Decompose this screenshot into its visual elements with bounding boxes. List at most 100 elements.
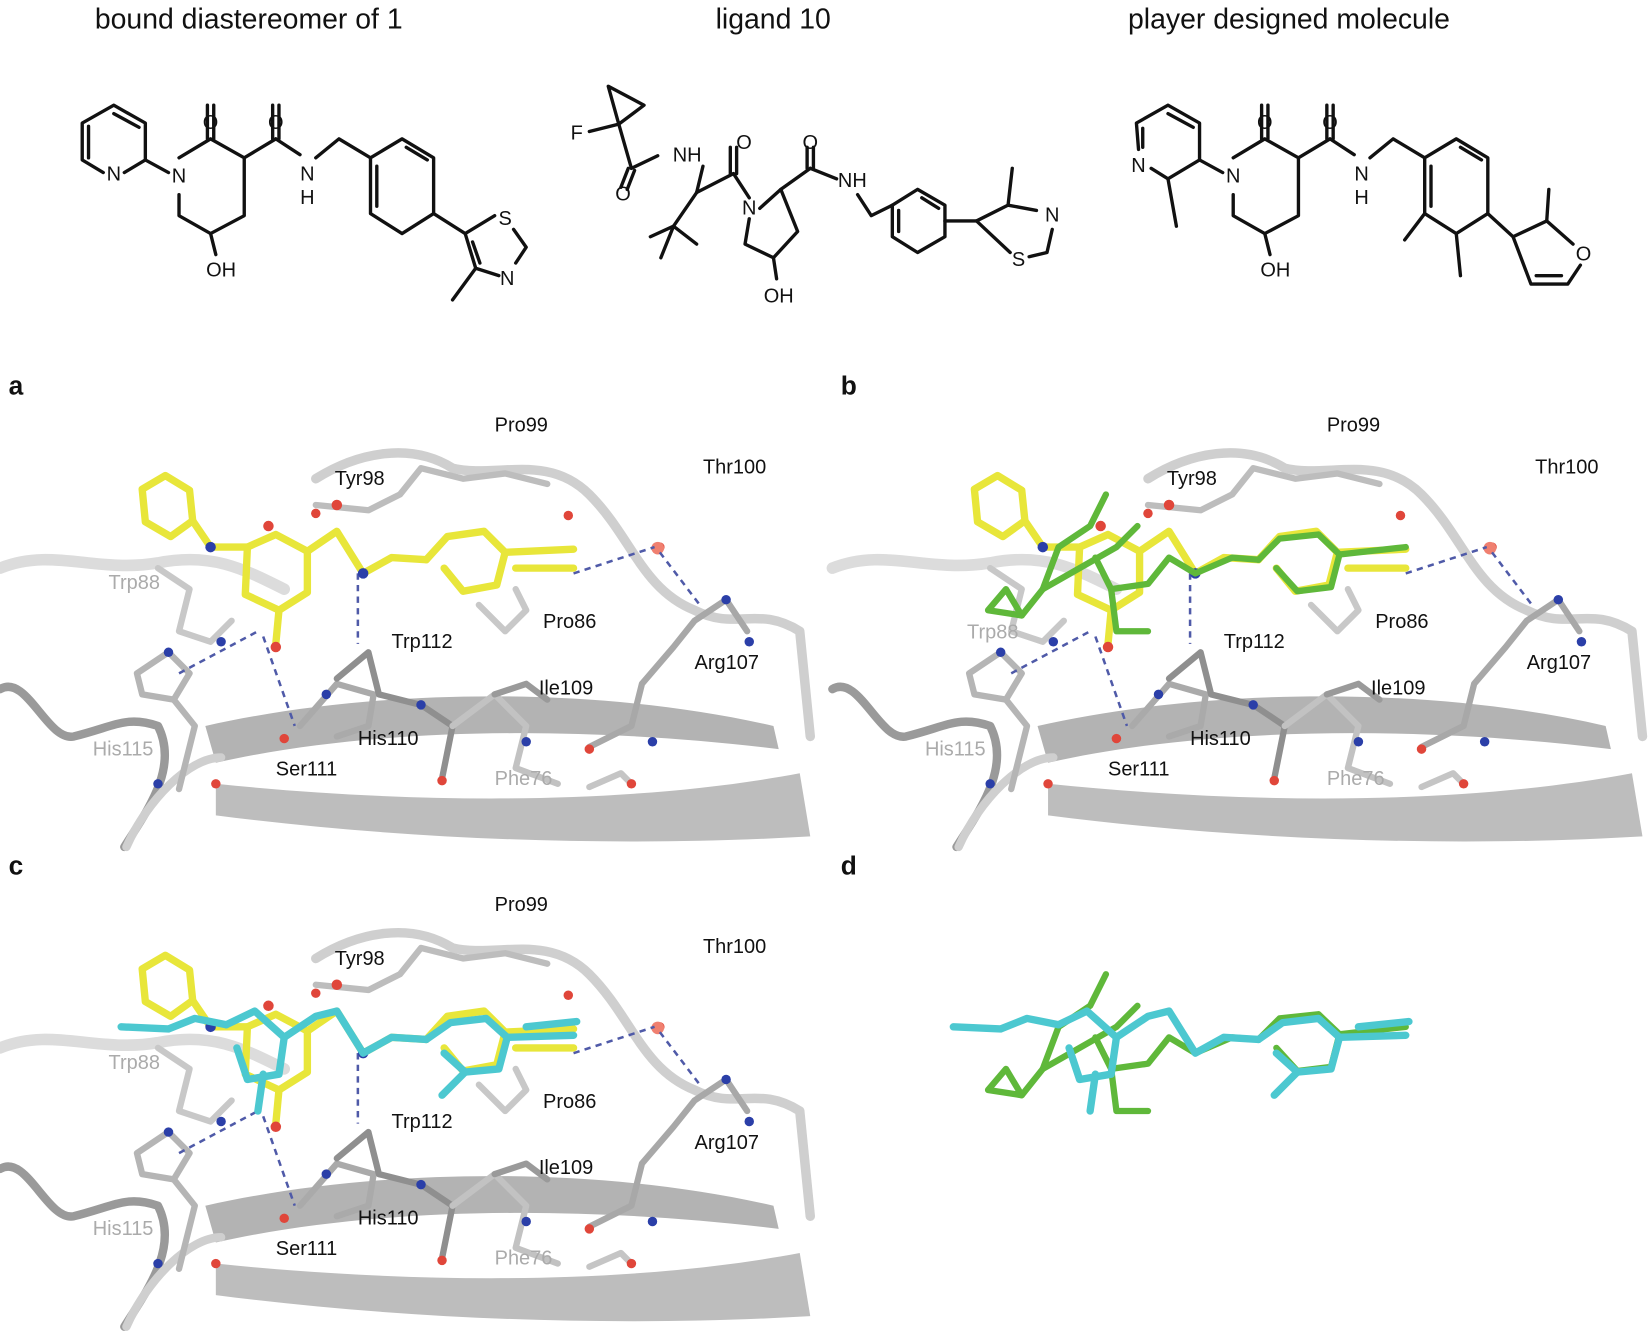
- nitrogen-atom: [321, 689, 332, 700]
- stick: [503, 1017, 581, 1042]
- stick: [422, 527, 509, 595]
- residue-label-arg107: Arg107: [695, 652, 759, 674]
- residue-label-tyr98: Tyr98: [1167, 468, 1217, 490]
- oxygen-atom: [311, 508, 321, 519]
- hbond-dash: [573, 545, 655, 575]
- nitrogen-atom: [1037, 541, 1049, 553]
- oxygen-atom: [1043, 779, 1053, 789]
- beta-strand: [205, 1176, 779, 1243]
- atom-label: H: [1354, 187, 1368, 209]
- stick: [122, 1233, 226, 1331]
- nitrogen-atom: [357, 568, 369, 579]
- residue-label-trp112: Trp112: [1224, 631, 1285, 653]
- bond-line: [771, 256, 779, 281]
- bond-line: [779, 166, 812, 192]
- nitrogen-atom: [416, 1179, 426, 1190]
- oxygen-atom: [1395, 510, 1406, 521]
- bond-line: [1454, 231, 1463, 278]
- atom-label: S: [499, 208, 512, 230]
- nitrogen-atom: [153, 1258, 163, 1269]
- stick: [222, 1007, 288, 1084]
- atom-label: N: [1045, 205, 1059, 227]
- nitrogen-atom: [1553, 594, 1564, 605]
- nitrogen-atom: [521, 1216, 531, 1227]
- oxygen-atom: [626, 779, 637, 789]
- residue-label-trp88: Trp88: [109, 1052, 160, 1074]
- stick: [254, 1070, 267, 1115]
- panel-letter: a: [9, 371, 24, 401]
- stick: [475, 586, 530, 635]
- stick: [311, 927, 816, 1221]
- nitrogen-atom: [647, 1216, 658, 1227]
- oxygen-atom: [263, 1000, 274, 1012]
- bond-line: [855, 192, 895, 218]
- bond-line: [1296, 137, 1332, 160]
- oxygen-atom: [1095, 520, 1106, 532]
- bond-line: [1231, 137, 1301, 236]
- bond-line: [1368, 137, 1427, 160]
- stick: [312, 944, 551, 994]
- title-player-designed-molecule: player designed molecule: [1128, 3, 1450, 35]
- oxygen-atom: [437, 775, 447, 786]
- residue-label-his115: His115: [925, 738, 986, 760]
- bond-line: [450, 266, 478, 302]
- stick: [1018, 1002, 1141, 1099]
- bond-line: [1325, 103, 1335, 141]
- atom-label: OH: [764, 286, 794, 308]
- stick: [1002, 696, 1031, 793]
- bond-line: [1486, 211, 1515, 239]
- stick: [828, 682, 1002, 852]
- stick: [501, 545, 578, 572]
- stick: [1323, 680, 1383, 703]
- hydrogen-bonds: [178, 1025, 701, 1207]
- stick: [954, 753, 1058, 852]
- hbond-dash: [178, 630, 259, 675]
- nitrogen-atom: [744, 637, 754, 647]
- nitrogen-atom: [416, 700, 426, 710]
- nitrogen-atom: [744, 1116, 754, 1127]
- nitrogen-atom: [163, 1127, 174, 1137]
- ligand-1-sticks: [138, 471, 578, 653]
- stick: [1018, 522, 1141, 619]
- oxygen-atom: [1102, 641, 1114, 653]
- atom-label: O: [1322, 112, 1338, 134]
- hbond-dash: [261, 636, 296, 727]
- stick: [138, 471, 197, 541]
- bond-line: [143, 158, 171, 175]
- oxygen-atom: [584, 1224, 595, 1234]
- stick: [984, 1065, 1025, 1099]
- nitrogen-atom: [1353, 736, 1364, 747]
- oxygen-atom: [1269, 775, 1279, 786]
- stick: [1270, 1068, 1302, 1099]
- oxygen-atom: [279, 733, 289, 744]
- bond-line: [470, 240, 482, 265]
- oxygen-atom: [563, 990, 574, 1001]
- stick: [311, 448, 816, 742]
- hbond-dash: [178, 1109, 259, 1155]
- atom-label: O: [736, 132, 752, 154]
- beta-strand: [215, 1253, 811, 1322]
- oxygen-atom: [1416, 744, 1427, 754]
- bond-line: [208, 231, 218, 257]
- stick: [133, 1128, 193, 1183]
- residue-label-his115: His115: [93, 1218, 154, 1240]
- nitrogen-atom: [163, 647, 174, 658]
- residue-label-phe76: Phe76: [495, 768, 553, 790]
- stick: [491, 1160, 551, 1183]
- stick: [1021, 517, 1084, 551]
- atom-label: O: [1257, 112, 1273, 134]
- stick: [965, 649, 1025, 703]
- nitrogen-atom: [205, 541, 216, 553]
- stick: [0, 682, 170, 852]
- stick: [122, 753, 226, 852]
- nitrogen-atom: [1479, 736, 1490, 747]
- stick: [970, 471, 1029, 541]
- residue-label-ser111: Ser111: [276, 758, 337, 780]
- nitrogen-atom: [1048, 637, 1059, 647]
- stick: [949, 1014, 1063, 1033]
- oxygen-atom: [563, 510, 574, 521]
- stick: [987, 564, 1067, 645]
- bond-line: [743, 187, 800, 260]
